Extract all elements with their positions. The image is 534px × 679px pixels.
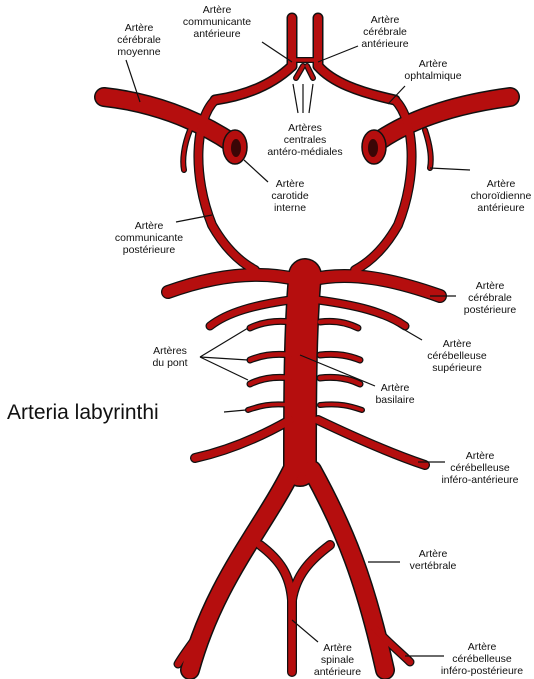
label-cerebrale-moyenne: Artère cérébrale moyenne (104, 22, 174, 58)
label-arteria-labyrinthi: Arteria labyrinthi (7, 401, 159, 425)
label-cerebrale-anterieure: Artère cérébrale antérieure (345, 14, 425, 50)
label-cerebelleuse-superieure: Artère cérébelleuse supérieure (412, 338, 502, 374)
label-carotide-interne: Artère carotide interne (260, 178, 320, 214)
label-arteres-centrales: Artères centrales antéro-médiales (255, 122, 355, 158)
label-basilaire: Artère basilaire (360, 382, 430, 406)
label-cerebelleuse-infero-posterieure: Artère cérébelleuse inféro-postérieure (430, 641, 534, 677)
label-cerebelleuse-infero-anterieure: Artère cérébelleuse inféro-antérieure (430, 450, 530, 486)
label-choroidienne-anterieure: Artère choroïdienne antérieure (456, 178, 534, 214)
label-ophtalmique: Artère ophtalmique (388, 58, 478, 82)
label-communicante-anterieure: Artère communicante antérieure (172, 4, 262, 40)
label-cerebrale-posterieure: Artère cérébrale postérieure (445, 280, 534, 316)
label-communicante-posterieure: Artère communicante postérieure (104, 220, 194, 256)
label-spinale-anterieure: Artère spinale antérieure (305, 642, 370, 678)
label-vertebrale: Artère vertébrale (398, 548, 468, 572)
label-arteres-du-pont: Artères du pont (140, 345, 200, 369)
